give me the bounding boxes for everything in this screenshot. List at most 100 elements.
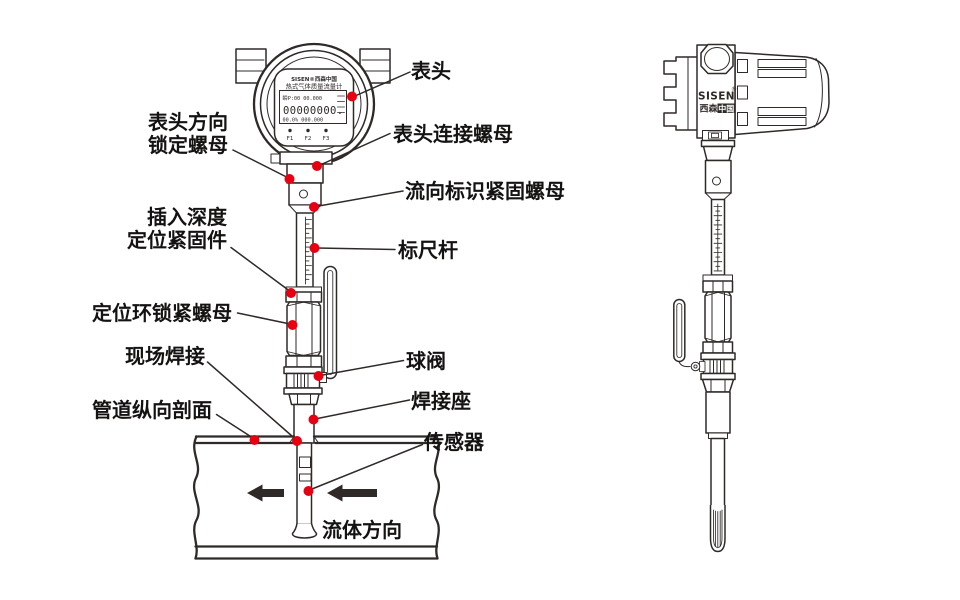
leader-lines: [206, 71, 424, 491]
right-valve-stem-bolt: [690, 361, 701, 372]
housing-left-ribbed-cap: [663, 56, 697, 131]
right-hex-nut-upper: [702, 280, 734, 293]
key-dot-3[interactable]: [324, 128, 328, 133]
left-figure: SISEN®西森中国 热式气体质量流量计 瞬P:00 00.000 000000…: [92, 42, 565, 560]
dot-field-weld: [292, 436, 302, 446]
pipe-break-left: [193, 435, 200, 560]
label-head-connect-nut: 表头连接螺母: [393, 122, 513, 146]
right-neck-taper: [702, 145, 734, 162]
ring-lock-nut-part: [285, 355, 323, 368]
conduit-lug-left: [235, 48, 267, 84]
key-label-f3: F3: [323, 136, 330, 142]
right-valve-body: [702, 358, 734, 375]
label-weld-seat: 焊接座: [411, 389, 471, 413]
leader-ring-lock-nut: [236, 312, 294, 326]
label-flow-mark-nut: 流向标识紧固螺母: [405, 179, 565, 203]
lcd-line1: 瞬P:00 00.000: [283, 94, 323, 102]
right-outlet-nut: [701, 378, 735, 393]
side-brand-reg-mark: ®: [731, 86, 737, 93]
flow-arrow-left: [247, 484, 284, 502]
right-figure: SISEN ® 西森 中国: [663, 43, 830, 553]
pipe-wall-bottom: [194, 545, 439, 560]
key-dot-1[interactable]: [288, 128, 292, 133]
leader-pipe-section: [215, 413, 256, 440]
side-brand-name: SISEN: [698, 91, 735, 103]
leader-head-direction: [232, 149, 291, 180]
right-weld-seat: [705, 391, 731, 434]
housing-body-teeth: [737, 59, 748, 126]
display-brand-line: SISEN®西森中国: [291, 75, 337, 83]
head-connect-nut-part: [279, 151, 333, 165]
pipe-break-right: [433, 435, 440, 560]
dot-head-direction: [284, 174, 295, 184]
housing-rib-3: [757, 107, 807, 116]
sensor-window-lower: [299, 473, 312, 482]
probe-tip-bell: [291, 523, 318, 539]
leader-meter-head: [354, 71, 411, 97]
lcd-line3: 00.0% 000.000: [283, 118, 324, 124]
label-ruler-rod: 标尺杆: [398, 238, 458, 262]
dot-ruler-rod: [309, 243, 320, 253]
right-stem-assembly: [700, 139, 736, 354]
leader-weld-seat: [314, 399, 411, 420]
ruler-ticks: [305, 219, 312, 280]
sensor-probe: [296, 442, 313, 525]
leader-ruler-rod: [316, 247, 396, 251]
lcd-menu-bars: [337, 95, 345, 113]
dot-ball-valve: [313, 371, 324, 381]
transmitter-head: SISEN®西森中国 热式气体质量流量计 瞬P:00 00.000 000000…: [235, 42, 391, 166]
leader-head-connect-nut: [318, 132, 391, 167]
label-pipe-section: 管道纵向剖面: [92, 398, 212, 422]
key-dot-2[interactable]: [306, 128, 310, 133]
right-sensor-slot-hatch: [714, 510, 721, 548]
valve-handle[interactable]: [323, 265, 338, 380]
dot-flow-mark-nut: [309, 202, 319, 212]
label-ball-valve: 球阀: [406, 349, 446, 373]
dot-pipe-section: [249, 435, 260, 445]
leader-field-weld: [206, 361, 298, 441]
lcd-line2: 00000000.: [283, 105, 344, 117]
housing-rib-1: [757, 59, 807, 68]
side-brand-cn-boxed: 中国: [718, 103, 734, 113]
side-brand-cn-plain: 西森: [700, 103, 719, 115]
right-ruler-ticks: [713, 206, 723, 272]
right-lock-block: [704, 159, 732, 194]
flow-arrow-right: [327, 484, 377, 502]
right-probe: [705, 391, 731, 553]
label-head-direction-line2: 锁定螺母: [148, 133, 228, 157]
dot-sensor: [303, 486, 314, 496]
label-field-weld: 现场焊接: [125, 344, 205, 368]
label-ring-lock-nut: 定位环锁紧螺母: [92, 301, 232, 325]
right-hex-nut-lower: [702, 341, 734, 354]
label-head-direction-line1: 表头方向: [148, 110, 228, 134]
label-meter-head: 表头: [411, 59, 451, 83]
dot-ring-lock-nut: [287, 320, 298, 330]
label-insert-depth-line1: 插入深度: [147, 205, 228, 229]
valve-outlet-nut: [288, 393, 320, 406]
right-valve-handle[interactable]: [673, 298, 686, 363]
key-label-f2: F2: [305, 136, 312, 142]
right-positioning-ring: [704, 291, 732, 343]
transmitter-housing-side: SISEN ® 西森 中国: [663, 43, 830, 141]
housing-rib-2: [757, 69, 807, 78]
leader-insert-depth: [230, 246, 292, 293]
key-label-f1: F1: [287, 136, 294, 142]
sensor-window-upper: [299, 456, 311, 468]
callout-dots: [249, 91, 357, 496]
right-ball-valve: [673, 298, 736, 393]
dot-weld-seat: [308, 414, 319, 425]
dot-insert-depth: [286, 288, 296, 298]
callout-labels: 表头 表头连接螺母 表头方向 锁定螺母 流向标识紧固螺母 标尺杆 插入深度 定位…: [92, 59, 565, 542]
pipe-and-probe: [193, 403, 440, 560]
leader-flow-mark-nut: [315, 190, 404, 208]
flow-mark-hole: [299, 189, 308, 199]
ball-valve-assembly: [283, 265, 338, 406]
display-product-line: 热式气体质量流量计: [286, 82, 343, 91]
leader-sensor: [308, 443, 424, 491]
label-insert-depth-line2: 定位紧固件: [127, 228, 227, 252]
right-connect-nut: [700, 139, 736, 148]
leader-ball-valve: [319, 359, 405, 377]
dot-meter-head: [347, 91, 357, 102]
